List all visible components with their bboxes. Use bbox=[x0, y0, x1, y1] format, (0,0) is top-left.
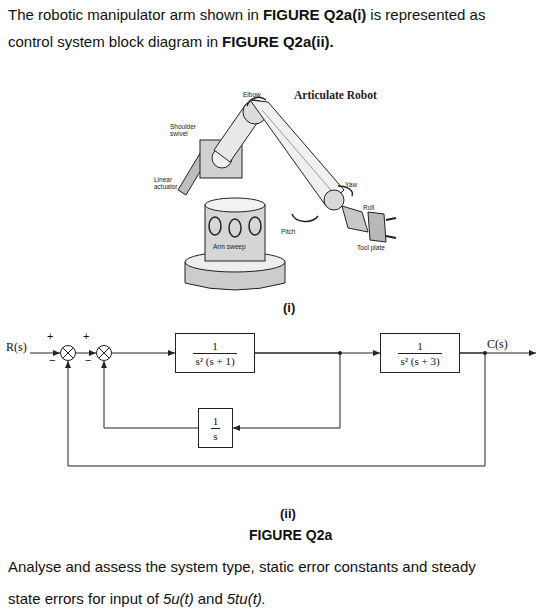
transfer-function-block: 1s bbox=[198, 408, 233, 448]
paragraph-text: 5tu(t). bbox=[227, 590, 266, 608]
part-name: Linear actuator bbox=[154, 176, 184, 190]
sweep-arrow bbox=[249, 217, 261, 235]
paragraph-text: FIGURE Q2a(i) bbox=[263, 6, 366, 24]
robot-column-top bbox=[205, 198, 265, 212]
part-name: Arm sweep bbox=[213, 243, 246, 250]
junction-cross bbox=[63, 348, 74, 359]
robot-drawing bbox=[178, 97, 396, 290]
subfigure-label: (i) bbox=[283, 300, 295, 315]
signal-name: C(s) bbox=[487, 337, 508, 352]
signal-connector bbox=[112, 353, 175, 354]
paragraph-line: Analyse and assess the system type, stat… bbox=[8, 558, 476, 576]
signal-connector bbox=[76, 353, 96, 354]
paragraph-text: and bbox=[198, 590, 223, 608]
forearm-edge bbox=[262, 110, 336, 196]
paragraph-line: state errors for input of5u(t)and5tu(t). bbox=[8, 590, 266, 608]
illustration-title: Articulate Robot bbox=[294, 89, 377, 101]
junction-cross bbox=[99, 348, 110, 359]
robot-column bbox=[205, 205, 265, 261]
transfer-function-block: 1s² (s + 1) bbox=[175, 333, 255, 373]
junction-circle bbox=[61, 346, 76, 361]
junction-circle bbox=[97, 346, 112, 361]
paragraph-line: The robotic manipulator arm shown inFIGU… bbox=[8, 6, 485, 24]
paragraph-line: control system block diagram inFIGURE Q2… bbox=[8, 33, 334, 51]
junction-symbol bbox=[96, 345, 112, 361]
summing-junction: +− bbox=[96, 345, 112, 361]
part-name: Roll bbox=[363, 204, 374, 211]
paragraph-text: The robotic manipulator arm shown in bbox=[8, 6, 259, 24]
forearm bbox=[250, 100, 344, 206]
junction-symbol bbox=[60, 345, 76, 361]
input-wire bbox=[30, 353, 60, 354]
sign-label: − bbox=[49, 355, 55, 366]
wrist-joint bbox=[324, 190, 344, 210]
paragraph-text: FIGURE Q2a(ii). bbox=[222, 33, 334, 51]
sign-label: + bbox=[47, 331, 53, 342]
summing-junction: +− bbox=[60, 345, 76, 361]
numerator: 1 bbox=[211, 415, 221, 428]
part-name: Tool plate bbox=[357, 244, 385, 251]
paragraph-text: is represented as bbox=[370, 6, 485, 24]
part-name: Elbow bbox=[243, 91, 261, 98]
sign-label: + bbox=[83, 331, 89, 342]
paragraph-text: state errors for input of bbox=[8, 590, 159, 608]
subfigure-label: (ii) bbox=[280, 506, 296, 521]
numerator: 1 bbox=[210, 340, 220, 353]
paragraph-text: 5u(t) bbox=[163, 590, 194, 608]
sign-label: − bbox=[85, 355, 91, 366]
junction-cross bbox=[99, 348, 110, 359]
paragraph-text: control system block diagram in bbox=[8, 33, 218, 51]
transfer-function-block: 1s² (s + 3) bbox=[380, 333, 460, 373]
denominator: s² (s + 3) bbox=[398, 353, 441, 367]
part-name: Shoulder swivel bbox=[170, 123, 202, 137]
part-name: Pitch bbox=[281, 228, 295, 235]
part-name: Yaw bbox=[345, 181, 357, 188]
denominator: s² (s + 1) bbox=[193, 353, 236, 367]
pitch-arrow bbox=[292, 214, 318, 221]
figure-caption: FIGURE Q2a bbox=[249, 527, 332, 543]
denominator: s bbox=[211, 428, 219, 442]
junction-cross bbox=[63, 348, 74, 359]
tool-plate bbox=[368, 212, 386, 242]
sweep-arrow bbox=[209, 217, 221, 235]
gripper bbox=[386, 218, 396, 238]
numerator: 1 bbox=[415, 340, 425, 353]
signal-name: R(s) bbox=[6, 340, 27, 355]
paragraph-text: Analyse and assess the system type, stat… bbox=[8, 558, 476, 576]
sweep-arrow bbox=[229, 219, 241, 237]
